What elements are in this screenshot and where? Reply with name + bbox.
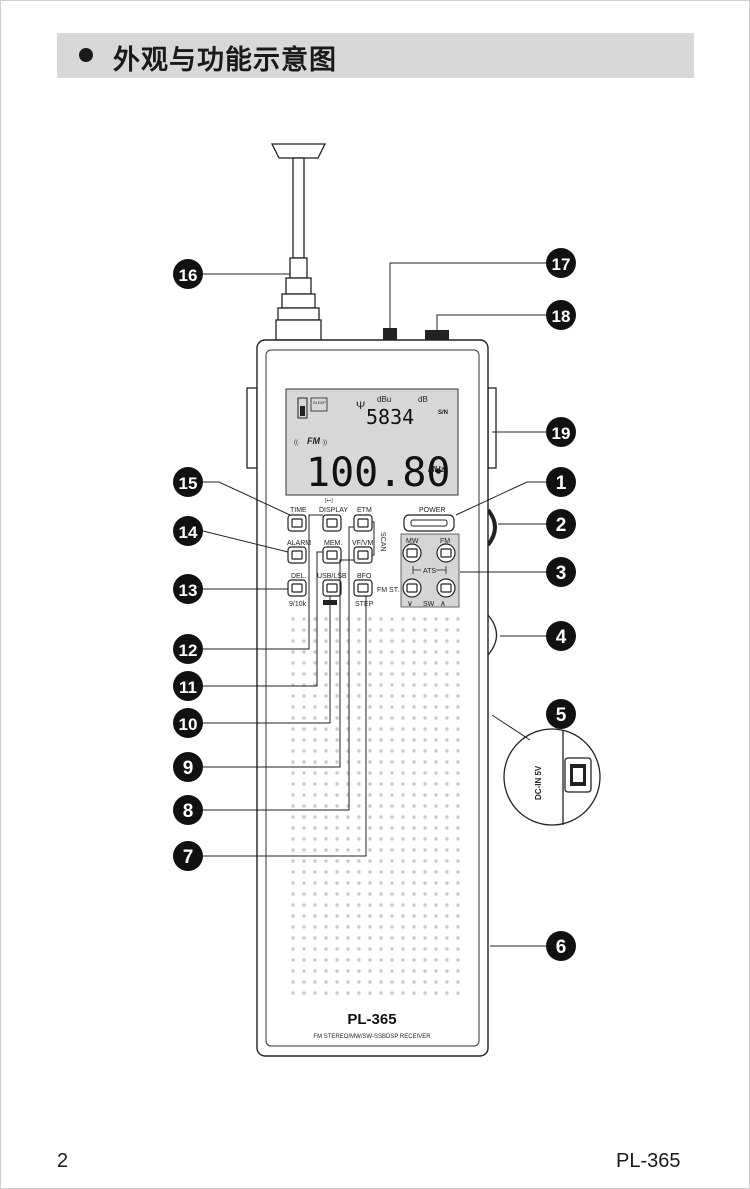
right-side-switch [487,387,497,469]
top-jack [425,330,449,340]
svg-text:10: 10 [179,715,198,734]
label-etm: ETM [357,507,372,514]
callout-13: 13 [173,574,203,604]
svg-text:15: 15 [179,474,198,493]
label-scan: SCAN [379,532,386,551]
page-title: 外观与功能示意图 [113,45,337,75]
svg-text:2: 2 [556,515,567,536]
svg-text:18: 18 [552,307,571,326]
radio-model-name: PL-365 [347,1011,396,1028]
page-number: 2 [57,1150,69,1172]
bullet-icon [79,48,93,62]
lcd-band-label: FM [307,436,320,446]
label-mw: MW [406,538,419,545]
top-switch [383,328,397,340]
label-step: STEP [355,601,374,608]
callout-19: 19 [546,417,576,447]
svg-text:8: 8 [183,801,194,822]
label-del: DEL. [291,573,307,580]
button-labels: TIME DISPLAY [⊷] ETM POWER ALARM MEM. VF… [287,498,445,608]
label-9-10k: 9/10k [289,601,307,608]
lcd-dbu-label: dBu [377,395,391,404]
tuning-knob [486,508,497,547]
stereo-left-icon: ((· [294,440,300,446]
volume-knob [487,614,498,656]
svg-text:12: 12 [179,641,198,660]
key-lock-icon: [⊷] [325,498,333,504]
label-mem: MEM. [324,540,342,547]
lcd-sleep-label: SLEEP [313,400,326,405]
callout-7: 7 [173,841,203,871]
callout-12: 12 [173,634,203,664]
svg-text:1: 1 [556,473,567,494]
svg-text:3: 3 [556,563,567,584]
callout-18: 18 [546,300,576,330]
svg-text:11: 11 [179,678,197,697]
label-alarm: ALARM [287,540,311,547]
svg-text:6: 6 [556,937,567,958]
dc-in-detail: DC-IN 5V [491,714,601,826]
label-fm: FM [440,538,450,545]
callout-10: 10 [173,708,203,738]
lcd-sn-label: S/N [438,410,448,416]
lcd-display: SLEEP Ψ dBu dB 5834 S/N ((· FM ·)) 100.8… [285,388,459,496]
callout-14: 14 [173,516,203,546]
label-power: POWER [419,507,445,514]
callout-4: 4 [546,621,576,651]
power-button [403,514,455,532]
callout-16: 16 [173,259,203,289]
callout-3: 3 [546,557,576,587]
band-keypad: MW FM ATS SW ∨ ∧ [400,533,460,608]
callout-1: 1 [546,467,576,497]
callout-11: 11 [173,671,203,701]
speaker-grille [289,615,465,1000]
svg-text:17: 17 [552,255,571,274]
label-bfo: BFO [357,573,372,580]
footer-model: PL-365 [616,1150,681,1172]
svg-text:13: 13 [179,581,198,600]
stereo-right-icon: ·)) [321,440,327,446]
antenna [270,143,327,341]
svg-text:19: 19 [552,424,571,443]
antenna-signal-icon: Ψ [356,400,365,412]
label-fm-st: FM ST. [377,587,399,594]
leader-lines [202,262,546,947]
svg-text:7: 7 [183,847,194,868]
left-side-switch [246,387,258,469]
lcd-unit-label: MHz [428,465,444,474]
lcd-signal-value: 5834 [366,405,414,429]
callout-15: 15 [173,467,203,497]
down-chevron-icon: ∨ [407,599,413,608]
label-display: DISPLAY [319,507,348,514]
callout-6: 6 [546,931,576,961]
label-usb-lsb: USB/LSB [317,573,347,580]
svg-text:4: 4 [556,627,567,648]
callout-9: 9 [173,752,203,782]
label-sw: SW [423,601,435,608]
svg-text:14: 14 [179,523,198,542]
svg-text:9: 9 [183,758,194,779]
label-ats: ATS [423,568,436,575]
small-buttons [287,514,373,597]
up-chevron-icon: ∧ [440,599,446,608]
callout-8: 8 [173,795,203,825]
label-time: TIME [290,507,307,514]
callout-17: 17 [546,248,576,278]
lcd-db-label: dB [418,395,428,404]
header-bar [57,33,694,78]
label-vf-vm: VF/VM [352,540,374,547]
lcd-frequency: 100.80 [306,450,451,496]
callout-2: 2 [546,509,576,539]
callout-5: 5 [546,699,576,729]
svg-text:16: 16 [179,266,198,285]
svg-text:5: 5 [556,705,567,726]
label-dc-in: DC-IN 5V [534,765,543,800]
radio-model-subtitle: FM STEREO/MW/SW-SSBDSP RECEIVER [313,1034,431,1040]
